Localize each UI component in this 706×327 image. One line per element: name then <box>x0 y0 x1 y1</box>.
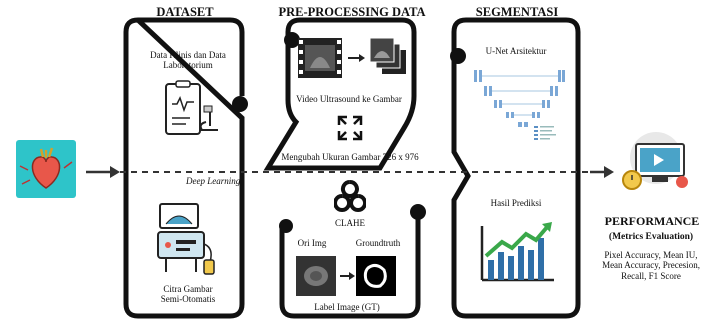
groundtruth-label: Groundtruth <box>355 238 401 248</box>
preprocessing-lower-knob-left <box>279 219 293 233</box>
performance-monitor-icon <box>622 132 688 190</box>
resize-label: Mengubah Ukuran Gambar 726 x 976 <box>281 152 419 162</box>
video-to-frames-icon <box>298 37 406 78</box>
growth-chart-icon <box>480 222 554 282</box>
preprocessing-upper-panel <box>263 17 417 171</box>
preprocessing-lower-knob <box>410 204 426 220</box>
dataset-panel <box>123 17 245 319</box>
arrow-to-performance <box>604 166 614 178</box>
hasil-prediksi-label: Hasil Prediksi <box>490 198 542 208</box>
header-performance: PERFORMANCE <box>604 214 700 228</box>
clipboard-microscope-icon <box>165 80 218 135</box>
heart-image <box>16 140 76 198</box>
arrow-to-dataset <box>110 166 120 178</box>
header-dataset: DATASET <box>156 5 214 19</box>
deep-learning-label: Deep Learning <box>186 176 241 186</box>
ori-img-label: Ori Img <box>297 238 327 248</box>
label-image-caption: Label Image (GT) <box>314 302 380 312</box>
metrics-list: Pixel Accuracy, Mean IU, Mean Accuracy, … <box>602 250 700 281</box>
dataset-panel-knob <box>232 96 248 112</box>
image-label: Citra Gambar Semi-Otomatis <box>160 284 216 305</box>
clahe-icon <box>334 180 366 212</box>
preprocessing-panel-knob <box>284 32 300 48</box>
segmentasi-panel <box>451 17 581 319</box>
label-image-pair <box>296 256 396 296</box>
ultrasound-machine-icon <box>157 203 215 275</box>
segmentasi-panel-knob <box>450 48 466 64</box>
preprocessing-lower-panel <box>279 216 421 319</box>
metrics-subtitle: (Metrics Evaluation) <box>608 232 694 242</box>
resize-icon <box>337 115 363 141</box>
clahe-label: CLAHE <box>335 218 365 228</box>
clinical-data-label: Data Klinis dan Data Laboratorium <box>150 50 226 71</box>
heart-icon <box>19 147 73 189</box>
header-preprocessing: PRE-PROCESSING DATA <box>278 5 426 19</box>
video-label: Video Ultrasound ke Gambar <box>296 94 402 104</box>
unet-architecture-diagram <box>474 70 565 140</box>
header-segmentasi: SEGMENTASI <box>475 5 559 19</box>
unet-label: U-Net Arsitektur <box>485 46 547 56</box>
